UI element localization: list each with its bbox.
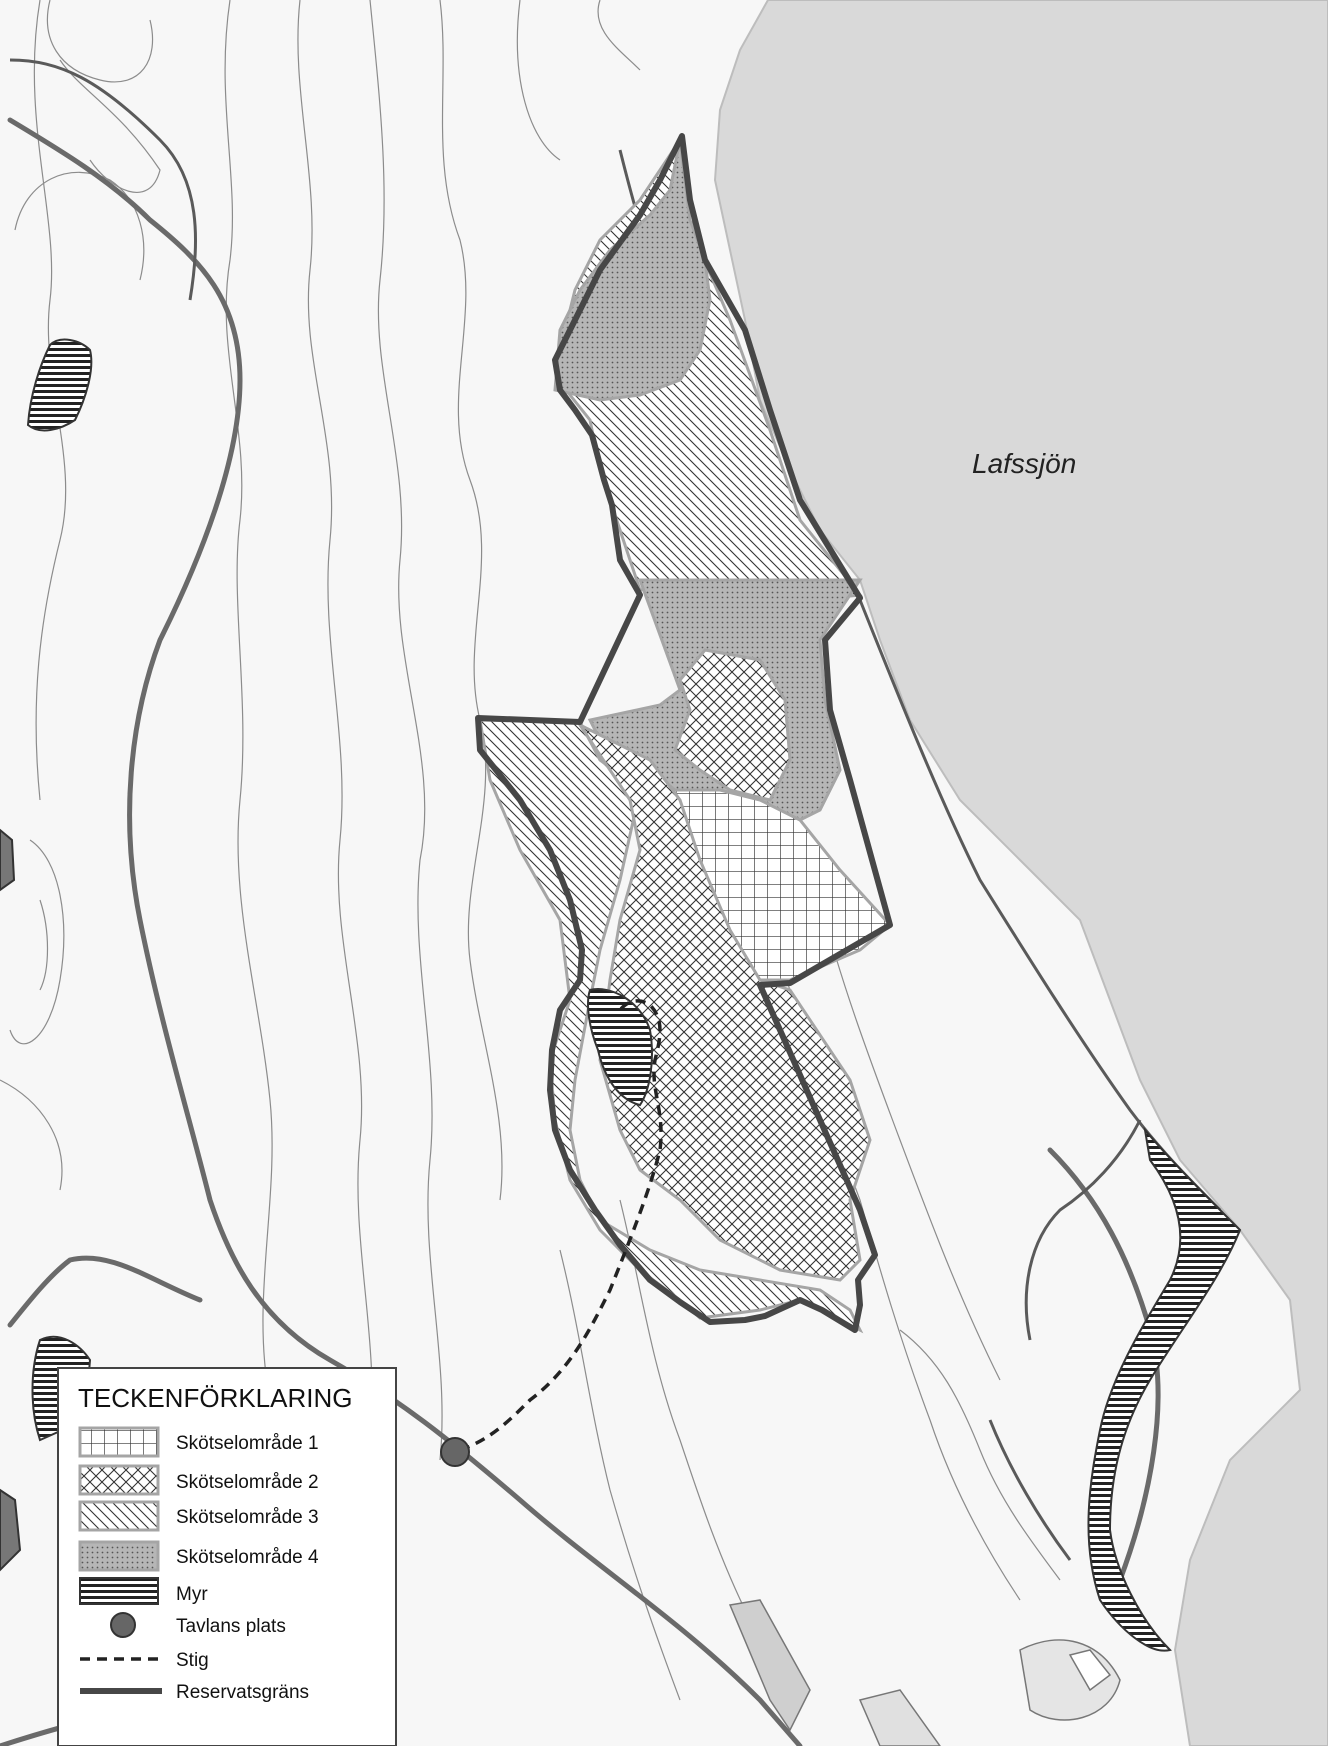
zone-2-middle <box>673 648 792 802</box>
zone-4-north <box>553 139 712 402</box>
trail-line <box>459 999 663 1452</box>
legend-label-boundary: Reservatsgräns <box>176 1682 309 1703</box>
reserve-boundary <box>475 133 893 1333</box>
lake-lafssjon <box>713 0 1328 1746</box>
management-zones <box>478 136 893 1334</box>
bog-patch <box>1087 1126 1242 1652</box>
small-features <box>728 1599 1121 1746</box>
contour-lines <box>0 0 1061 1701</box>
bog-patch <box>0 828 16 892</box>
legend-label-zone-3: Skötselområde 3 <box>176 1507 319 1528</box>
legend-swatch-zone-1 <box>78 1426 160 1458</box>
bog-patch <box>26 338 93 432</box>
legend-swatch-zone-2 <box>78 1464 160 1496</box>
legend-swatch-zone-4 <box>78 1540 160 1572</box>
legend-label-trail: Stig <box>176 1650 209 1671</box>
legend: TECKENFÖRKLARING Skötselområde 1 Skötsel… <box>57 1367 397 1746</box>
legend-label-bog: Myr <box>176 1584 208 1605</box>
zone-2-south <box>575 721 872 1282</box>
legend-swatch-bog <box>79 1577 159 1605</box>
legend-label-zone-1: Skötselområde 1 <box>176 1433 319 1454</box>
legend-label-zone-4: Skötselområde 4 <box>176 1547 319 1568</box>
legend-sign-location-icon <box>110 1612 136 1638</box>
legend-label-zone-2: Skötselområde 2 <box>176 1472 319 1493</box>
bog-patch <box>0 1488 22 1572</box>
sign-location-marker <box>440 1437 470 1467</box>
lake-name-label: Lafssjön <box>972 448 1076 479</box>
legend-label-sign: Tavlans plats <box>176 1616 286 1637</box>
bog-patch <box>587 988 653 1107</box>
legend-title: TECKENFÖRKLARING <box>78 1383 353 1413</box>
legend-swatch-zone-3 <box>78 1500 160 1532</box>
